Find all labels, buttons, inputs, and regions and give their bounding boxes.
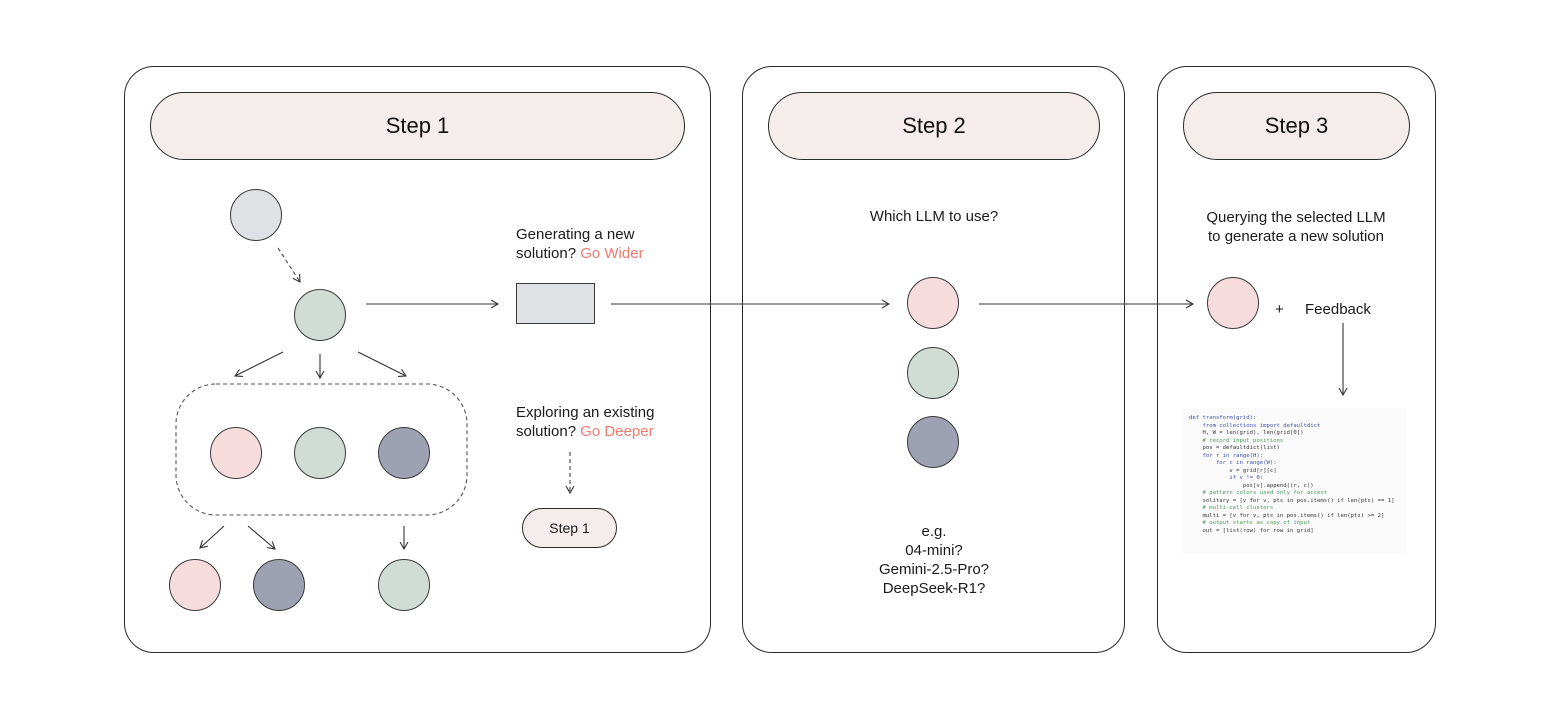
llm-question: Which LLM to use? xyxy=(869,208,999,225)
query-line2: to generate a new solution xyxy=(1208,228,1384,245)
go-wider-line1: Generating a new xyxy=(516,226,635,243)
code-line: pos = defaultdict(list) xyxy=(1189,445,1280,451)
code-line: for c in range(W): xyxy=(1189,460,1277,466)
grandchild-node-sage xyxy=(378,559,430,611)
step3-panel xyxy=(1157,66,1436,653)
code-line: def transform(grid): xyxy=(1189,415,1257,421)
step1-loop-label: Step 1 xyxy=(549,520,590,536)
selected-node xyxy=(294,289,346,341)
grandchild-node-pink xyxy=(169,559,221,611)
feedback-label: Feedback xyxy=(1305,301,1371,318)
query-text: Querying the selected LLM to generate a … xyxy=(1176,208,1416,246)
generated-code-block: def transform(grid): from collections im… xyxy=(1182,408,1407,554)
go-wider-line2: solution? xyxy=(516,245,577,262)
arrow-grandchild-1 xyxy=(199,525,225,549)
code-line: # pattern colors used only for accent xyxy=(1189,490,1328,496)
go-deeper-text: Exploring an existing solution? Go Deepe… xyxy=(516,403,696,441)
child-node-pink xyxy=(210,427,262,479)
arrow-children-left xyxy=(234,351,284,377)
code-line: solitary = [v for v, pts in pos.items() … xyxy=(1189,497,1395,504)
root-node xyxy=(230,189,282,241)
step1-title: Step 1 xyxy=(385,113,450,138)
llm-node-sage xyxy=(907,347,959,399)
code-line: from collections import defaultdict xyxy=(1189,422,1321,429)
grandchild-node-navy xyxy=(253,559,305,611)
plus-sign: + xyxy=(1275,301,1284,318)
selected-llm-node xyxy=(1207,277,1259,329)
llm-example-gemini: Gemini-2.5-Pro? xyxy=(878,561,990,578)
code-line: # multi-cell clusters xyxy=(1189,505,1274,511)
code-line: multi = [v for v, pts in pos.items() if … xyxy=(1189,512,1385,519)
go-deeper-line1: Exploring an existing xyxy=(516,404,655,421)
llm-example-o4mini: 04-mini? xyxy=(905,542,963,559)
llm-node-navy xyxy=(907,416,959,468)
code-line: for r in range(H): xyxy=(1189,452,1264,459)
go-deeper-line2: solution? xyxy=(516,423,577,440)
llm-node-pink xyxy=(907,277,959,329)
step2-header: Step 2 xyxy=(768,92,1100,160)
arrow-grandchild-2 xyxy=(247,525,276,550)
llm-example-eg: e.g. xyxy=(921,523,947,540)
code-line: out = [list(row) for row in grid] xyxy=(1189,527,1314,534)
code-line: v = grid[r][c] xyxy=(1189,467,1277,474)
code-line: H, W = len(grid), len(grid[0]) xyxy=(1189,430,1304,436)
go-wider-accent: Go Wider xyxy=(580,245,644,262)
step1-panel xyxy=(124,66,711,653)
children-group-dashed-box xyxy=(175,383,468,516)
dashed-arrow-root-to-node xyxy=(277,247,301,283)
child-node-sage xyxy=(294,427,346,479)
new-solution-box xyxy=(516,283,595,324)
llm-examples: e.g. 04-mini? Gemini-2.5-Pro? DeepSeek-R… xyxy=(834,522,1034,598)
child-node-navy xyxy=(378,427,430,479)
arrow-children-right xyxy=(357,351,407,377)
code-line: # output starts as copy of input xyxy=(1189,520,1311,526)
step3-title: Step 3 xyxy=(1264,113,1329,138)
go-wider-text: Generating a new solution? Go Wider xyxy=(516,225,686,263)
step1-header: Step 1 xyxy=(150,92,685,160)
llm-example-deepseek: DeepSeek-R1? xyxy=(882,580,986,597)
code-line: pos[v].append((r, c)) xyxy=(1189,482,1314,489)
code-line: # record input positions xyxy=(1189,437,1284,444)
step3-header: Step 3 xyxy=(1183,92,1410,160)
query-line1: Querying the selected LLM xyxy=(1206,209,1386,226)
code-line: if v != 0: xyxy=(1189,475,1264,481)
go-deeper-accent: Go Deeper xyxy=(580,423,654,440)
step2-title: Step 2 xyxy=(902,113,966,138)
step1-loop-pill: Step 1 xyxy=(522,508,617,548)
